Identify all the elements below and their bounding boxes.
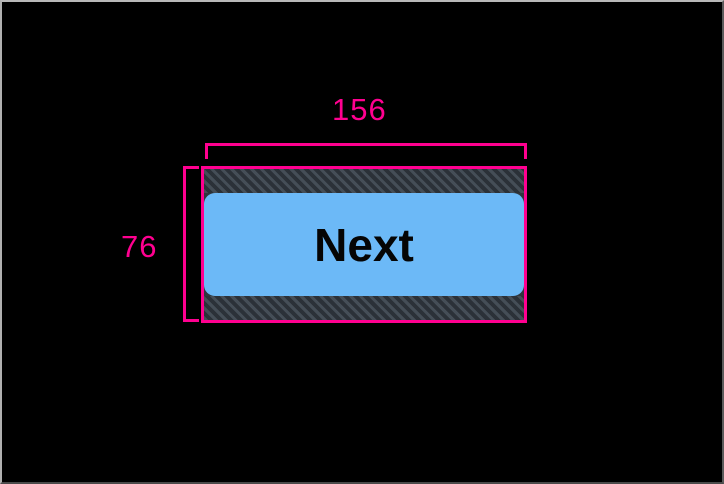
width-dimension-label: 156 xyxy=(332,92,387,127)
button-bottom-hatch-strip xyxy=(204,296,524,320)
next-button-label: Next xyxy=(314,218,414,271)
height-dimension-bracket xyxy=(183,166,199,322)
next-button-surface[interactable]: Next xyxy=(204,193,524,296)
width-dimension-bracket xyxy=(205,143,527,159)
height-dimension-label: 76 xyxy=(121,229,158,264)
button-top-hatch-strip xyxy=(204,169,524,193)
measurement-highlight-box: Next xyxy=(201,166,527,323)
next-button[interactable]: Next xyxy=(204,169,524,320)
